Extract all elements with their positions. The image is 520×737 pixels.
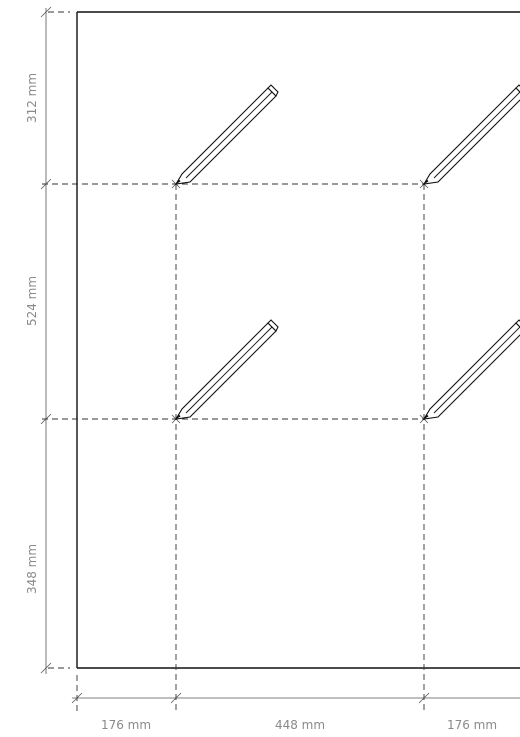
dimension-tick [40,178,52,190]
vertical-dimension [40,6,52,674]
dimension-label-center: 448 mm [275,718,325,732]
dimension-tick [418,692,430,704]
guide-lines [42,11,425,712]
pencil-icon [175,319,279,420]
wall-outline [76,11,520,669]
pencil-icon [423,319,520,420]
pencil-icon [175,84,279,185]
dimension-label-right: 176 mm [447,718,497,732]
dimension-labels: 312 mm 524 mm 348 mm 176 mm 448 mm 176 m… [25,73,497,732]
dimension-tick [40,662,52,674]
pencil-icon [423,84,520,185]
dimension-tick [40,6,52,18]
dimension-label-left: 176 mm [101,718,151,732]
dimension-label-top: 312 mm [25,73,39,123]
horizontal-dimension [71,692,520,704]
dimension-label-middle: 524 mm [25,276,39,326]
dimension-tick [40,413,52,425]
dimension-label-bottom: 348 mm [25,544,39,594]
pencil-marks [175,84,520,420]
dimension-tick [170,692,182,704]
intersection-marks [171,179,429,424]
dimension-tick [71,692,83,704]
